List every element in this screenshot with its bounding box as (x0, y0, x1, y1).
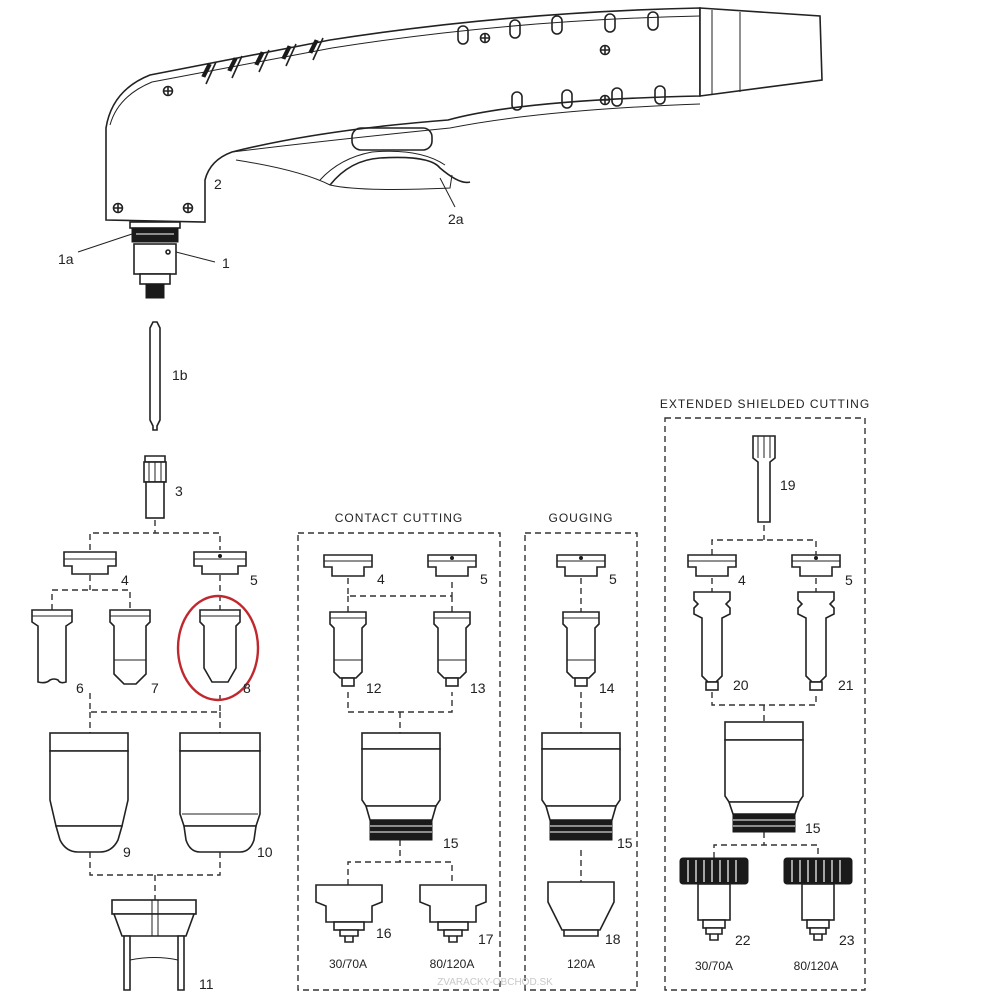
part-8-nozzle (199, 609, 241, 683)
label-9: 9 (123, 844, 131, 860)
label-17: 17 (478, 931, 494, 947)
part-16-tip (315, 884, 383, 943)
part-14-nozzle (562, 611, 600, 687)
part-5-swirl-ring (193, 551, 247, 575)
part-11-drag-guide (111, 899, 197, 991)
part-22-extended-tip (679, 857, 749, 941)
label-1: 1 (222, 255, 230, 271)
watermark: ZVARACKY-OBCHOD.SK (437, 977, 553, 988)
torch-handle (105, 7, 701, 223)
label-5c: 5 (609, 571, 617, 587)
contact-part-4 (323, 554, 373, 577)
contact-part-5 (427, 554, 477, 577)
part-18-gouging-tip (547, 881, 615, 937)
label-5a: 5 (250, 572, 258, 588)
label-4b: 4 (377, 571, 385, 587)
gouging-frame (524, 532, 638, 991)
label-4a: 4 (121, 572, 129, 588)
title-contact-cutting: CONTACT CUTTING (335, 511, 464, 525)
contact-connectors (347, 578, 453, 885)
part-13-nozzle (433, 611, 471, 687)
part-labels: 1 1a 1b 2 2a 3 4 5 6 7 8 9 10 11 4 5 12 … (58, 176, 855, 992)
part-4-swirl-ring (63, 551, 117, 575)
part-17-tip (419, 884, 487, 943)
torch-cable-sleeve (699, 7, 823, 97)
part-10-shield-cup (179, 732, 261, 853)
part-3-fitting (143, 455, 167, 519)
label-3: 3 (175, 483, 183, 499)
leader-lines (77, 177, 456, 263)
label-18: 18 (605, 931, 621, 947)
amp-18: 120A (567, 957, 595, 971)
torch-head-fitting (129, 221, 181, 299)
label-21: 21 (838, 677, 854, 693)
label-19: 19 (780, 477, 796, 493)
label-7: 7 (151, 680, 159, 696)
label-4d: 4 (738, 572, 746, 588)
label-1b: 1b (172, 367, 188, 383)
part-21-nozzle (797, 591, 835, 691)
label-23: 23 (839, 932, 855, 948)
label-20: 20 (733, 677, 749, 693)
label-1a: 1a (58, 251, 74, 267)
contact-cutting-frame (297, 532, 501, 991)
amp-16: 30/70A (329, 957, 367, 971)
label-15c: 15 (617, 835, 633, 851)
label-5b: 5 (480, 571, 488, 587)
group-a-connectors (51, 520, 221, 900)
label-12: 12 (366, 680, 382, 696)
title-extended-shielded-cutting: EXTENDED SHIELDED CUTTING (660, 397, 870, 411)
extended-connectors (711, 525, 819, 858)
part-19-electrode (752, 435, 776, 523)
label-5d: 5 (845, 572, 853, 588)
part-23-extended-tip (783, 857, 853, 941)
label-16: 16 (376, 925, 392, 941)
label-2a: 2a (448, 211, 464, 227)
amp-22: 30/70A (695, 959, 733, 973)
part-20-nozzle (693, 591, 731, 691)
extended-part-15-retaining-cup (724, 721, 804, 833)
extended-part-5 (791, 554, 841, 577)
gouging-part-15-retaining-cup (541, 732, 621, 841)
extended-part-4 (687, 554, 737, 577)
gouging-part-5 (556, 554, 606, 577)
label-10: 10 (257, 844, 273, 860)
section-titles: CONTACT CUTTING GOUGING EXTENDED SHIELDE… (335, 397, 870, 525)
amp-17: 80/120A (430, 957, 475, 971)
label-15b: 15 (443, 835, 459, 851)
amperage-labels: 30/70A 80/120A 120A 30/70A 80/120A (329, 957, 838, 973)
label-11: 11 (199, 976, 214, 992)
contact-part-15-retaining-cup (361, 732, 441, 841)
amp-23: 80/120A (794, 959, 839, 973)
label-13: 13 (470, 680, 486, 696)
label-22: 22 (735, 932, 751, 948)
label-15d: 15 (805, 820, 821, 836)
label-2: 2 (214, 176, 222, 192)
part-9-shield-cup (49, 732, 129, 853)
part-1b-rod (149, 321, 161, 431)
part-6-nozzle (31, 609, 73, 684)
extended-frame (664, 417, 866, 991)
part-8-highlight-circle (176, 594, 260, 702)
label-6: 6 (76, 680, 84, 696)
label-14: 14 (599, 680, 615, 696)
part-12-nozzle (329, 611, 367, 687)
label-8: 8 (243, 680, 251, 696)
part-7-nozzle (109, 609, 151, 685)
title-gouging: GOUGING (548, 511, 613, 525)
